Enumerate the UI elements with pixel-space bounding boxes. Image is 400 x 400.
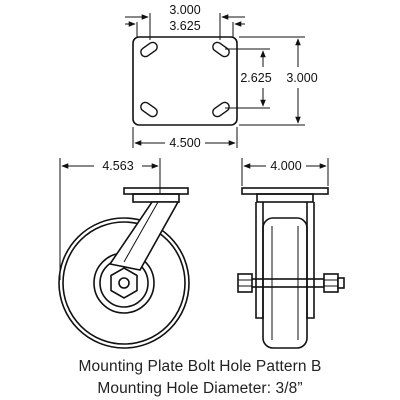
side-top-plate xyxy=(241,187,329,195)
dim-plate-height: 3.000 xyxy=(286,71,317,85)
top-view-mounting-plate xyxy=(125,13,305,148)
side-view-caster xyxy=(237,158,345,349)
dim-front-overall-width: 4.563 xyxy=(102,159,133,173)
side-fork-leg-right xyxy=(306,202,315,319)
dim-outer-hole-spacing: 3.000 xyxy=(169,3,200,17)
front-top-plate xyxy=(123,187,189,195)
dim-side-overall-width: 4.000 xyxy=(270,159,301,173)
front-axle-nut xyxy=(110,267,138,299)
caption-mounting-hole-diameter: Mounting Hole Diameter: 3/8” xyxy=(97,380,303,397)
side-axle-nut-left xyxy=(237,273,253,293)
dim-hole-spacing-vertical: 2.625 xyxy=(240,71,271,85)
bolt-hole-bottom-right xyxy=(212,101,230,118)
front-axle xyxy=(118,277,130,289)
dim-plate-width: 4.500 xyxy=(169,136,200,150)
bolt-hole-bottom-left xyxy=(140,101,158,118)
side-wheel xyxy=(262,217,308,349)
side-axle-end xyxy=(337,277,345,289)
mounting-plate-outline xyxy=(132,36,238,126)
caption-bolt-hole-pattern: Mounting Plate Bolt Hole Pattern B xyxy=(78,358,322,375)
side-axle xyxy=(245,278,325,288)
top-view-dimension-lines xyxy=(125,14,301,146)
side-fork-leg-left xyxy=(255,202,264,319)
bolt-holes xyxy=(140,41,230,118)
front-view-dimension xyxy=(59,158,161,280)
top-view-extension-lines xyxy=(132,13,305,148)
front-view-caster xyxy=(58,158,190,349)
front-swivel-bearing xyxy=(132,193,180,203)
front-fork-leg xyxy=(108,201,180,271)
bolt-hole-top-left xyxy=(140,41,158,58)
side-swivel-bearing xyxy=(256,193,314,203)
side-view-dimension xyxy=(241,158,329,186)
bolt-hole-top-right xyxy=(212,41,230,58)
front-wheel-tread-outer xyxy=(58,217,190,349)
dim-plate-width-inner: 3.625 xyxy=(169,19,200,33)
side-axle-nut-right xyxy=(323,273,339,293)
front-wheel-tread-inner xyxy=(62,221,186,345)
